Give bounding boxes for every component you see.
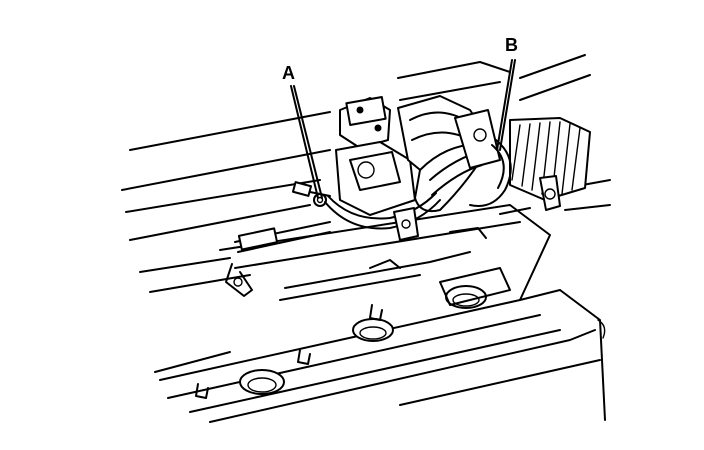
callout-a-label: A <box>282 63 295 83</box>
spark-plug-wells <box>239 267 511 395</box>
cover-clips <box>195 263 383 399</box>
callout-a: A <box>282 63 323 199</box>
throttle-body <box>335 95 591 216</box>
callout-b-label: B <box>505 35 518 55</box>
valve-cover <box>154 204 606 423</box>
callout-b: B <box>496 35 518 151</box>
harness-rail <box>234 207 531 301</box>
